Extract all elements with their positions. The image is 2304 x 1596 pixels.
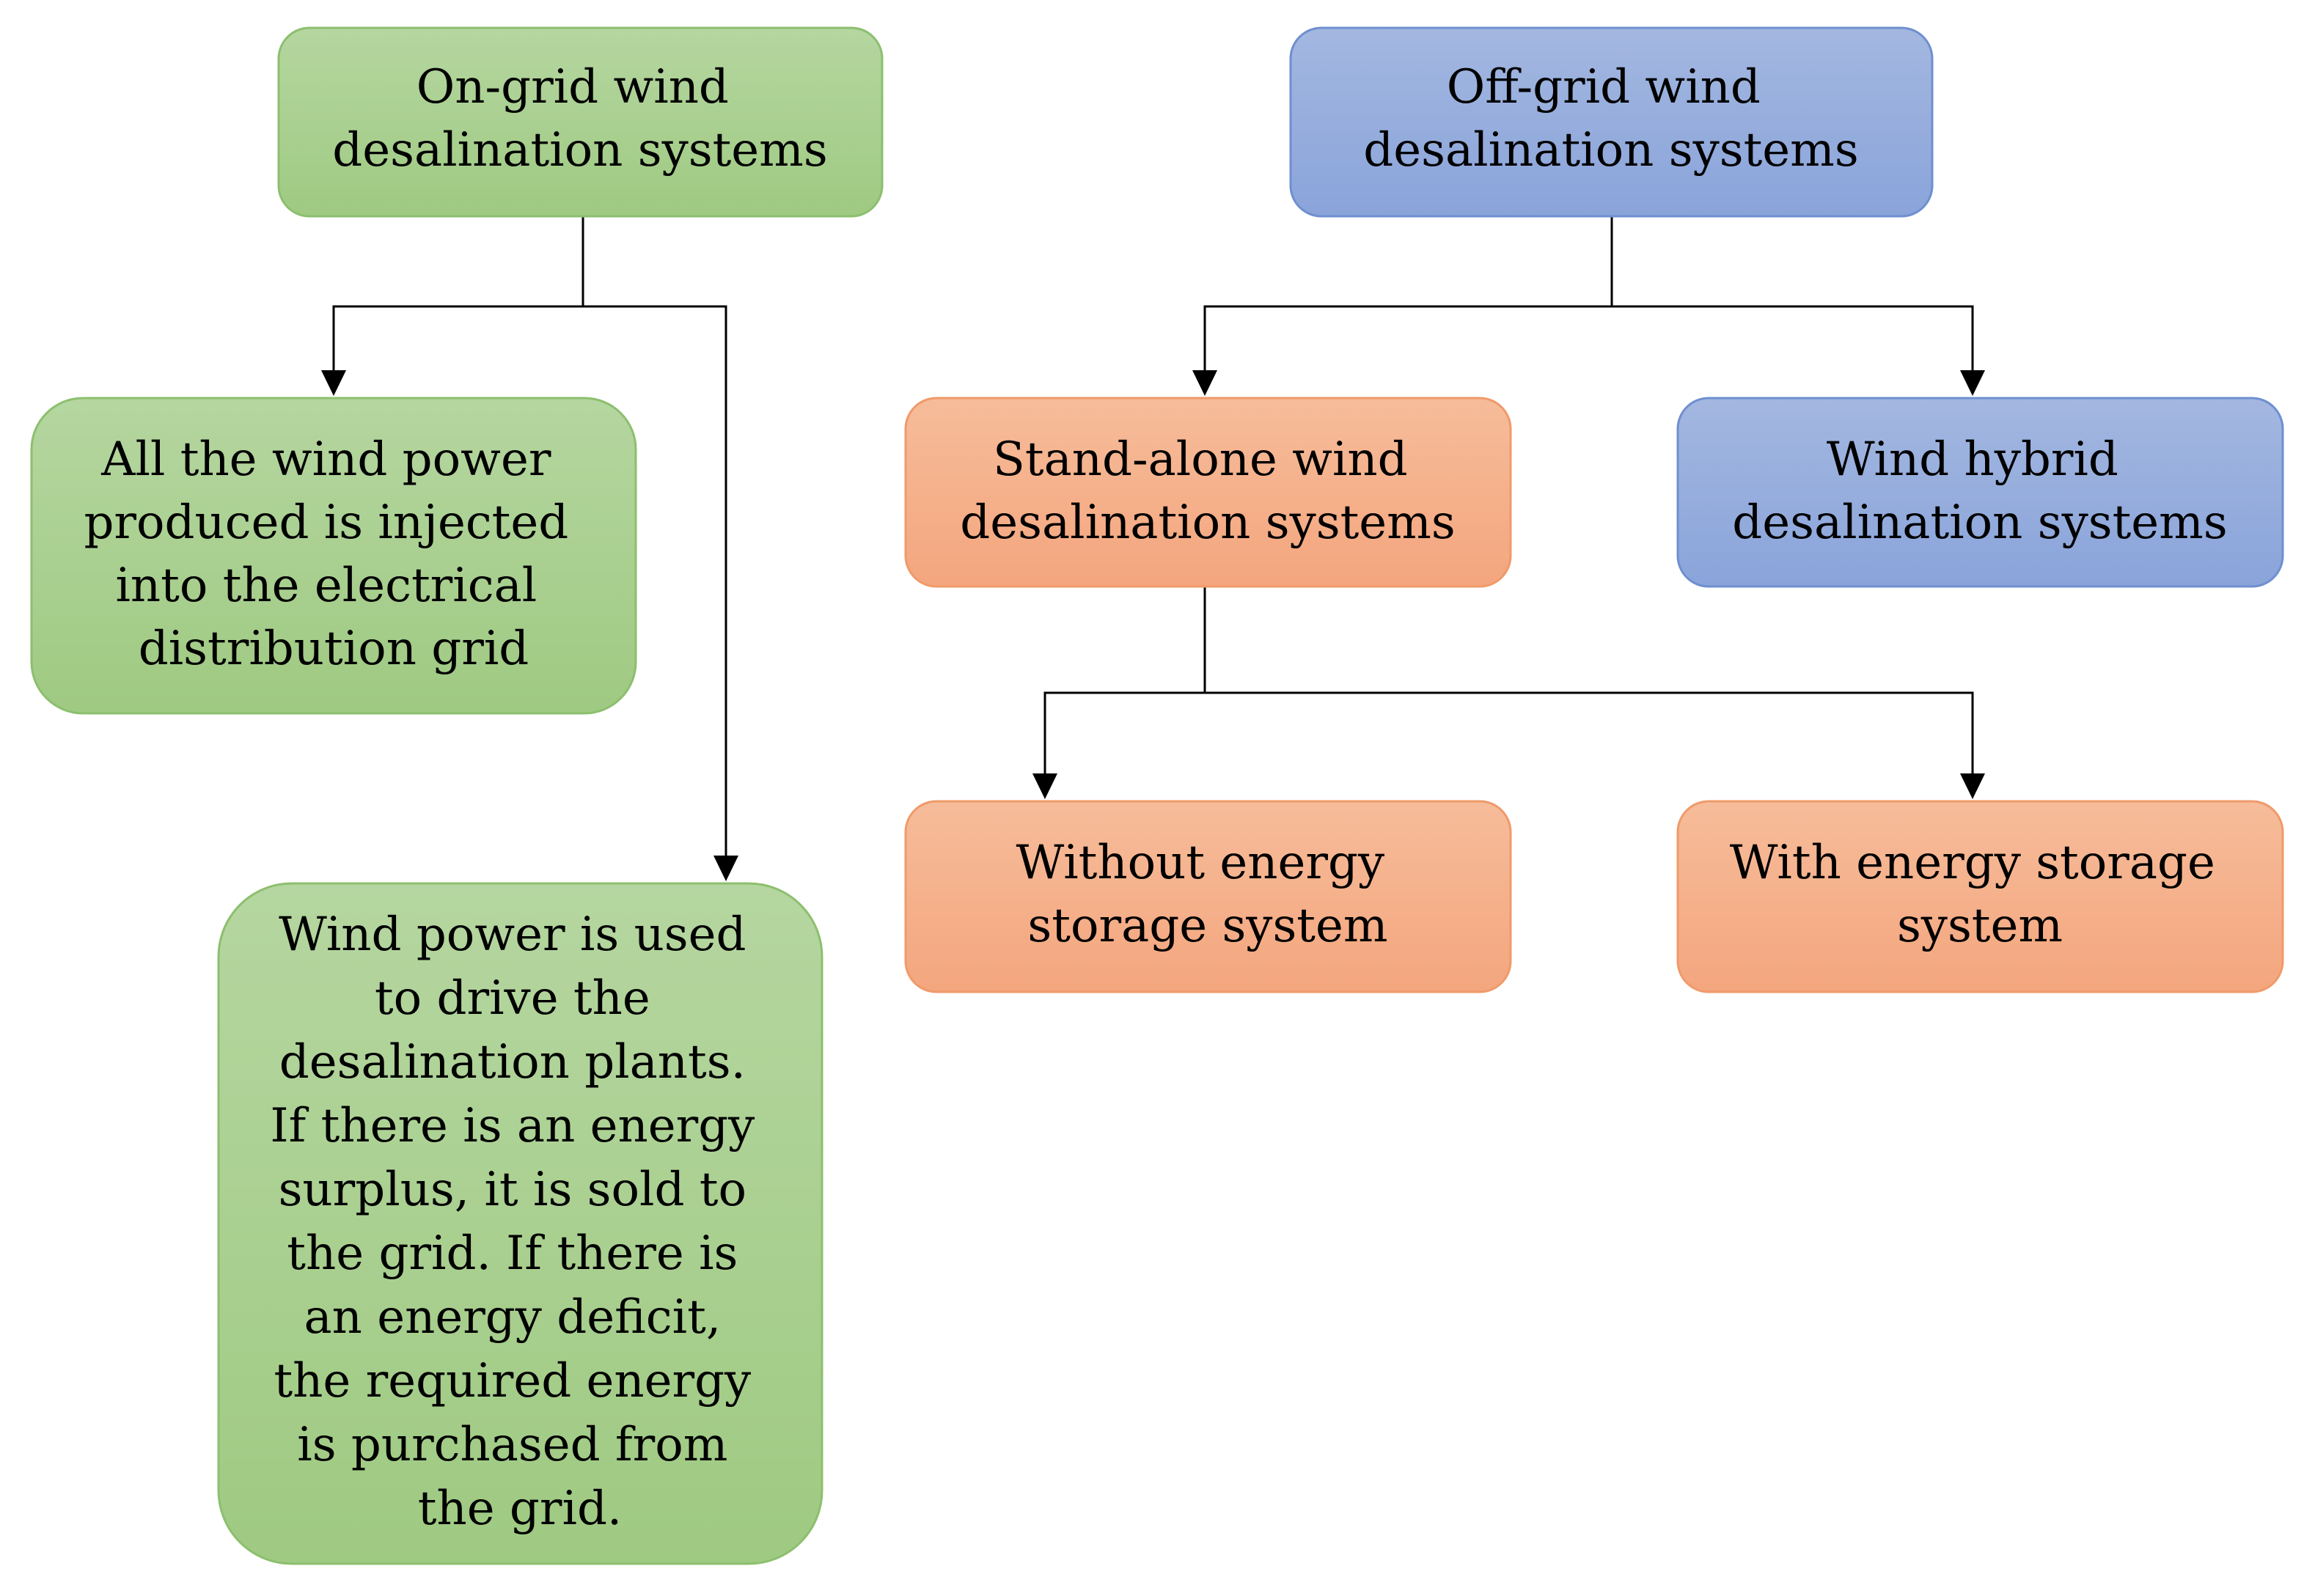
node-wind-hybrid-label: Wind hybrid desalination systems bbox=[1732, 433, 2227, 550]
node-wind-power-used-line-3: desalination plants. bbox=[279, 1035, 746, 1089]
node-with-storage-label: With energy storage system bbox=[1730, 836, 2230, 953]
node-on-grid-line-1: On-grid wind bbox=[417, 60, 729, 114]
node-wind-hybrid-line-1: Wind hybrid bbox=[1827, 433, 2118, 487]
node-with-storage: With energy storage system bbox=[1676, 800, 2284, 993]
arrowhead-with-storage bbox=[1960, 773, 1985, 799]
node-wind-power-used-line-2: to drive the bbox=[375, 971, 650, 1026]
node-on-grid-line-2: desalination systems bbox=[332, 123, 827, 177]
node-with-storage-line-1: With energy storage bbox=[1730, 836, 2215, 890]
arrowhead-wind-hybrid bbox=[1960, 370, 1985, 396]
node-all-wind-power-line-2: produced is injected bbox=[84, 496, 568, 550]
node-stand-alone-box bbox=[904, 397, 1512, 588]
node-wind-power-used: Wind power is used to drive the desalina… bbox=[217, 882, 823, 1565]
node-off-grid-line-1: Off-grid wind bbox=[1447, 60, 1761, 114]
arrowhead-wind-power-used bbox=[713, 856, 738, 881]
node-without-storage-box bbox=[904, 800, 1512, 993]
node-stand-alone-line-2: desalination systems bbox=[960, 496, 1455, 550]
node-all-wind-power-line-1: All the wind power bbox=[100, 433, 551, 487]
node-on-grid-box bbox=[277, 26, 884, 218]
node-without-storage: Without energy storage system bbox=[904, 800, 1512, 993]
node-stand-alone: Stand-alone wind desalination systems bbox=[904, 397, 1512, 588]
connectors bbox=[332, 216, 1974, 863]
node-wind-power-used-line-1: Wind power is used bbox=[279, 908, 746, 962]
node-on-grid: On-grid wind desalination systems bbox=[277, 26, 884, 218]
node-wind-power-used-line-10: the grid. bbox=[418, 1482, 623, 1536]
arrowhead-all-wind-power bbox=[321, 370, 346, 396]
node-wind-power-used-line-5: surplus, it is sold to bbox=[279, 1163, 746, 1217]
node-with-storage-box bbox=[1676, 800, 2284, 993]
connector-off-grid-to-stand-alone bbox=[1203, 305, 1612, 378]
node-wind-power-used-line-8: the required energy bbox=[274, 1354, 751, 1408]
node-wind-power-used-label: Wind power is used to drive the desalina… bbox=[270, 908, 769, 1536]
node-wind-power-used-box bbox=[217, 882, 823, 1565]
node-on-grid-label: On-grid wind desalination systems bbox=[332, 60, 827, 177]
node-off-grid: Off-grid wind desalination systems bbox=[1289, 26, 1934, 218]
node-stand-alone-line-1: Stand-alone wind bbox=[993, 433, 1408, 487]
node-off-grid-label: Off-grid wind desalination systems bbox=[1363, 60, 1858, 177]
node-without-storage-label: Without energy storage system bbox=[1016, 836, 1400, 953]
node-wind-hybrid-line-2: desalination systems bbox=[1732, 496, 2227, 550]
node-off-grid-line-2: desalination systems bbox=[1363, 123, 1858, 177]
node-wind-power-used-line-7: an energy deficit, bbox=[304, 1290, 722, 1345]
arrowhead-stand-alone bbox=[1192, 370, 1217, 396]
arrowhead-without-storage bbox=[1032, 773, 1057, 799]
node-stand-alone-label: Stand-alone wind desalination systems bbox=[960, 433, 1455, 550]
node-all-wind-power-box bbox=[30, 397, 637, 715]
node-without-storage-line-1: Without energy bbox=[1016, 836, 1385, 890]
connector-off-grid-to-wind-hybrid bbox=[1612, 305, 1974, 378]
connector-stand-alone-to-without-storage bbox=[1043, 691, 1205, 781]
connector-stand-alone-to-with-storage bbox=[1205, 691, 1974, 781]
node-all-wind-power-line-4: distribution grid bbox=[139, 622, 529, 676]
arrowheads bbox=[321, 370, 1985, 881]
node-all-wind-power: All the wind power produced is injected … bbox=[30, 397, 637, 715]
node-with-storage-line-2: system bbox=[1897, 899, 2063, 953]
node-wind-hybrid: Wind hybrid desalination systems bbox=[1676, 397, 2284, 588]
connector-on-grid-to-all-wind-power bbox=[332, 305, 583, 378]
node-wind-power-used-line-4: If there is an energy bbox=[270, 1099, 755, 1153]
node-wind-hybrid-box bbox=[1676, 397, 2284, 588]
node-all-wind-power-label: All the wind power produced is injected … bbox=[84, 433, 583, 676]
node-off-grid-box bbox=[1289, 26, 1934, 218]
node-wind-power-used-line-6: the grid. If there is bbox=[287, 1227, 738, 1281]
node-without-storage-line-2: storage system bbox=[1027, 899, 1387, 953]
node-all-wind-power-line-3: into the electrical bbox=[115, 559, 537, 613]
connector-on-grid-to-wind-power-used bbox=[583, 305, 727, 863]
node-wind-power-used-line-9: is purchased from bbox=[297, 1418, 727, 1472]
